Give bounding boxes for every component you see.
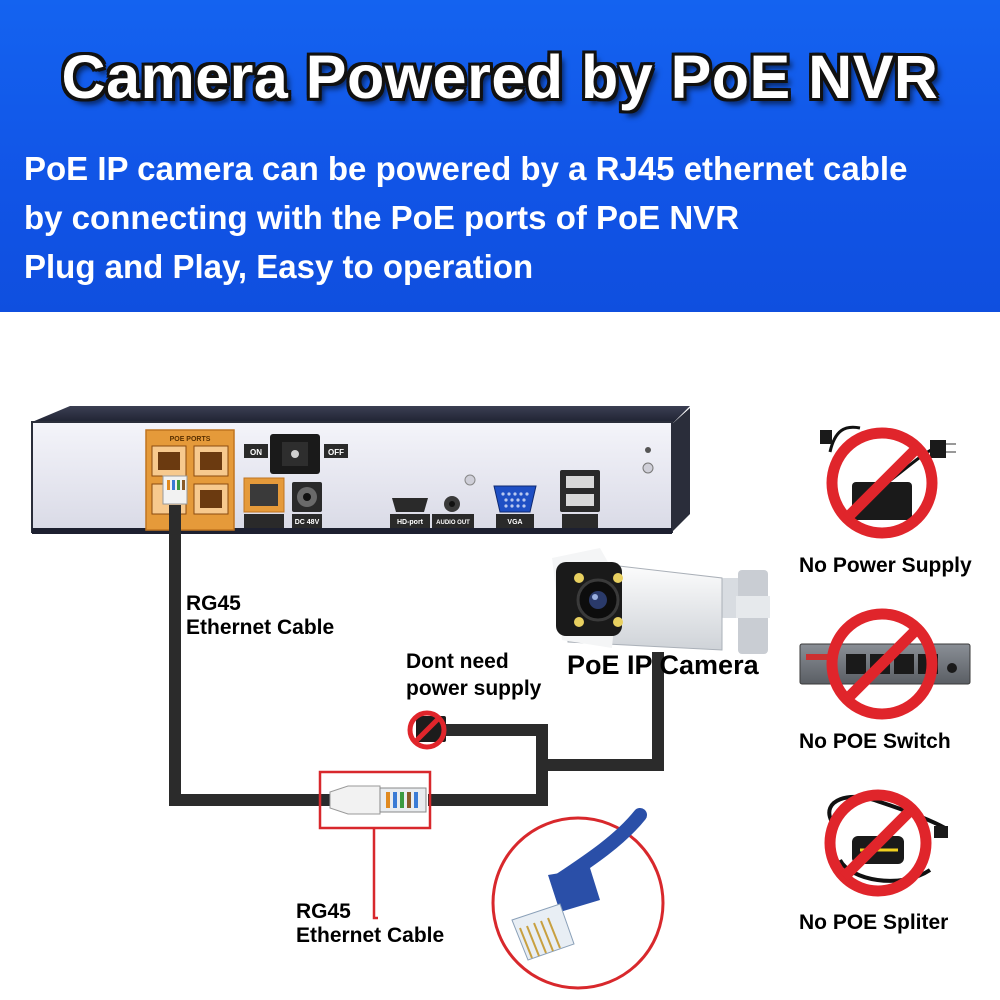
- prohibit-icon: [826, 608, 938, 720]
- hd-port-label: HD-port: [397, 519, 424, 526]
- dc-label: DC 48V: [295, 519, 320, 526]
- cable-label-top: RG45 Ethernet Cable: [186, 592, 334, 640]
- nvr-recorder: POE PORTS DC 48V ON: [31, 406, 690, 534]
- audio-out-label: AUDIO OUT: [436, 520, 470, 526]
- page-title: Camera Powered by PoE NVR: [61, 43, 939, 111]
- poe-ports-label: POE PORTS: [170, 436, 211, 443]
- off-label: OFF: [328, 448, 344, 457]
- cable-label-top-line2: Ethernet Cable: [186, 616, 335, 640]
- no-power-label-line1: Dont need: [406, 650, 509, 673]
- no-power-label: Dont need power supply: [406, 650, 541, 701]
- cable-label-top-line1: RG45: [186, 592, 241, 615]
- cable-label-bottom: RG45 Ethernet Cable: [296, 900, 444, 948]
- cable-label-bottom-line1: RG45: [296, 900, 351, 923]
- rj45-connector: [329, 785, 427, 815]
- description-line-1: PoE IP camera can be powered by a RJ45 e…: [24, 150, 908, 187]
- poe-ip-camera: [552, 548, 770, 654]
- no-power-supply-label: No Power Supply: [799, 554, 972, 577]
- prohibit-icon: [826, 427, 938, 539]
- prohibit-icon: [824, 789, 932, 897]
- no-poe-switch-label: No POE Switch: [799, 730, 951, 753]
- rj45-zoom-circle: [491, 808, 665, 990]
- no-power-label-line2: power supply: [406, 677, 542, 701]
- on-label: ON: [250, 448, 262, 457]
- cable-label-bottom-line2: Ethernet Cable: [296, 924, 445, 948]
- header-banner: Camera Powered by PoE NVR PoE IP camera …: [0, 0, 1000, 312]
- no-poe-splitter-label: No POE Spliter: [799, 911, 949, 934]
- description-line-3: Plug and Play, Easy to operation: [24, 248, 534, 285]
- vga-label: VGA: [507, 519, 522, 526]
- no-power-supply-prohibit-icon: [407, 710, 447, 750]
- poe-ports-block: POE PORTS: [145, 429, 235, 531]
- ethernet-cable-main: [169, 505, 664, 806]
- description-line-2: by connecting with the PoE ports of PoE …: [24, 199, 740, 236]
- camera-label: PoE IP Camera: [567, 650, 759, 680]
